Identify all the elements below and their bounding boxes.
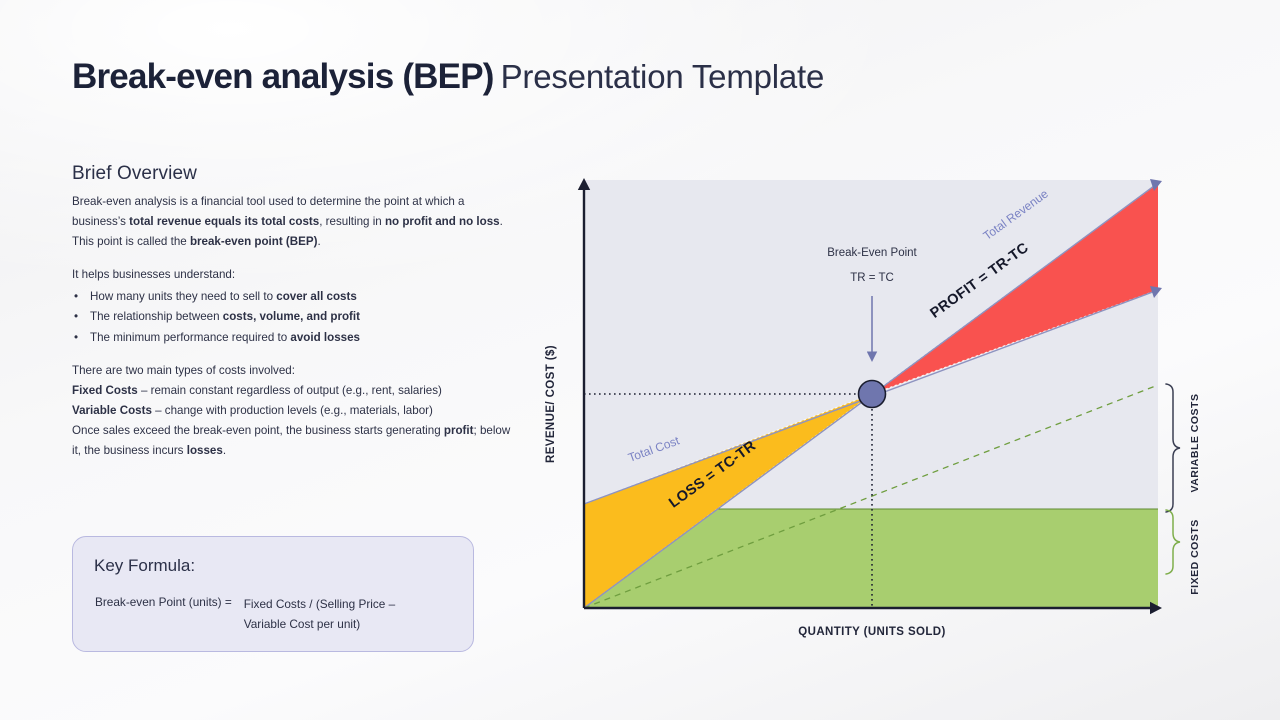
break-even-point-label: Break-Even Point bbox=[827, 247, 917, 259]
list-item: How many units they need to sell to cove… bbox=[72, 287, 514, 308]
formula-right-side: Fixed Costs / (Selling Price – Variable … bbox=[243, 597, 396, 631]
helps-businesses-intro: It helps businesses understand: bbox=[72, 267, 236, 281]
variable-costs-bracket-label: VARIABLE COSTS bbox=[1189, 394, 1201, 493]
fixed-costs-bracket-label: FIXED COSTS bbox=[1189, 519, 1201, 595]
break-even-chart: Break-Even Point TR = TC Total Revenue T… bbox=[530, 160, 1250, 660]
cost-types-intro: There are two main types of costs involv… bbox=[72, 363, 295, 377]
total-cost-arrowhead bbox=[1150, 286, 1162, 298]
overview-column: Brief Overview Break-even analysis is a … bbox=[72, 163, 514, 461]
closing-text-losses: losses bbox=[186, 443, 223, 457]
total-revenue-arrowhead bbox=[1150, 179, 1162, 191]
y-axis-title: REVENUE/ COST ($) bbox=[545, 345, 557, 463]
definition-text-a: Break-even analysis is a financial tool … bbox=[72, 195, 465, 228]
bullet-text-plain: The relationship between bbox=[90, 310, 223, 324]
bullet-text-bold: costs, volume, and profit bbox=[222, 310, 360, 324]
bullet-text-bold: avoid losses bbox=[290, 330, 361, 344]
closing-text-profit: profit bbox=[443, 423, 474, 437]
page-title: Break-even analysis (BEP)Presentation Te… bbox=[72, 57, 824, 97]
bullet-text-plain: The minimum performance required to bbox=[90, 330, 291, 344]
x-axis-arrowhead bbox=[1150, 601, 1162, 615]
page-title-bold: Break-even analysis (BEP) bbox=[72, 57, 494, 96]
definition-text-d: no profit and no loss bbox=[384, 214, 500, 228]
variable-costs-line bbox=[584, 384, 1158, 608]
x-axis-title: QUANTITY (UNITS SOLD) bbox=[798, 626, 945, 638]
loss-region-upper-edge bbox=[584, 393, 873, 505]
definition-text-f: break-even point (BEP) bbox=[189, 234, 318, 248]
key-formula-box: Key Formula: Break-even Point (units) = … bbox=[72, 536, 474, 652]
page-title-light: Presentation Template bbox=[500, 58, 825, 95]
definition-text-g: . bbox=[317, 234, 321, 248]
definition-text-b: total revenue equals its total costs bbox=[129, 214, 320, 228]
break-even-point-marker[interactable] bbox=[857, 379, 887, 409]
bullet-text-plain: How many units they need to sell to bbox=[90, 289, 277, 303]
benefits-list: How many units they need to sell to cove… bbox=[72, 287, 514, 349]
formula-left-side: Break-even Point (units) = bbox=[95, 595, 232, 609]
key-formula-equation: Break-even Point (units) = Fixed Costs /… bbox=[95, 595, 455, 634]
closing-text-c: ; below it, the business incurs bbox=[72, 423, 511, 457]
variable-costs-bracket bbox=[1165, 383, 1181, 513]
variable-costs-description: Variable Costs – change with production … bbox=[72, 401, 514, 421]
break-even-equation-label: TR = TC bbox=[850, 272, 894, 284]
spacer bbox=[72, 348, 514, 361]
definition-text-c: , resulting in bbox=[319, 214, 385, 228]
variable-costs-label: Variable Costs bbox=[72, 403, 152, 417]
closing-paragraph: Once sales exceed the break-even point, … bbox=[72, 421, 514, 461]
definition-text-e: . This point is called the bbox=[72, 214, 503, 248]
closing-text-a: Once sales exceed the break-even point, … bbox=[72, 423, 444, 437]
bullet-text-bold: cover all costs bbox=[276, 289, 357, 303]
list-item: The minimum performance required to avoi… bbox=[72, 328, 514, 349]
fixed-costs-label: Fixed Costs bbox=[72, 383, 138, 397]
overview-paragraph-definition: Break-even analysis is a financial tool … bbox=[72, 192, 514, 252]
list-item: The relationship between costs, volume, … bbox=[72, 307, 514, 328]
fixed-costs-bracket bbox=[1165, 509, 1181, 575]
fixed-costs-description: Fixed Costs – remain constant regardless… bbox=[72, 381, 514, 401]
spacer bbox=[72, 252, 514, 265]
closing-text-e: . bbox=[222, 443, 227, 457]
y-axis-arrowhead bbox=[577, 178, 591, 190]
overview-heading: Brief Overview bbox=[72, 163, 197, 184]
fixed-costs-text: – remain constant regardless of output (… bbox=[137, 383, 442, 397]
key-formula-title: Key Formula: bbox=[94, 556, 196, 575]
variable-costs-text: – change with production levels (e.g., m… bbox=[151, 403, 433, 417]
